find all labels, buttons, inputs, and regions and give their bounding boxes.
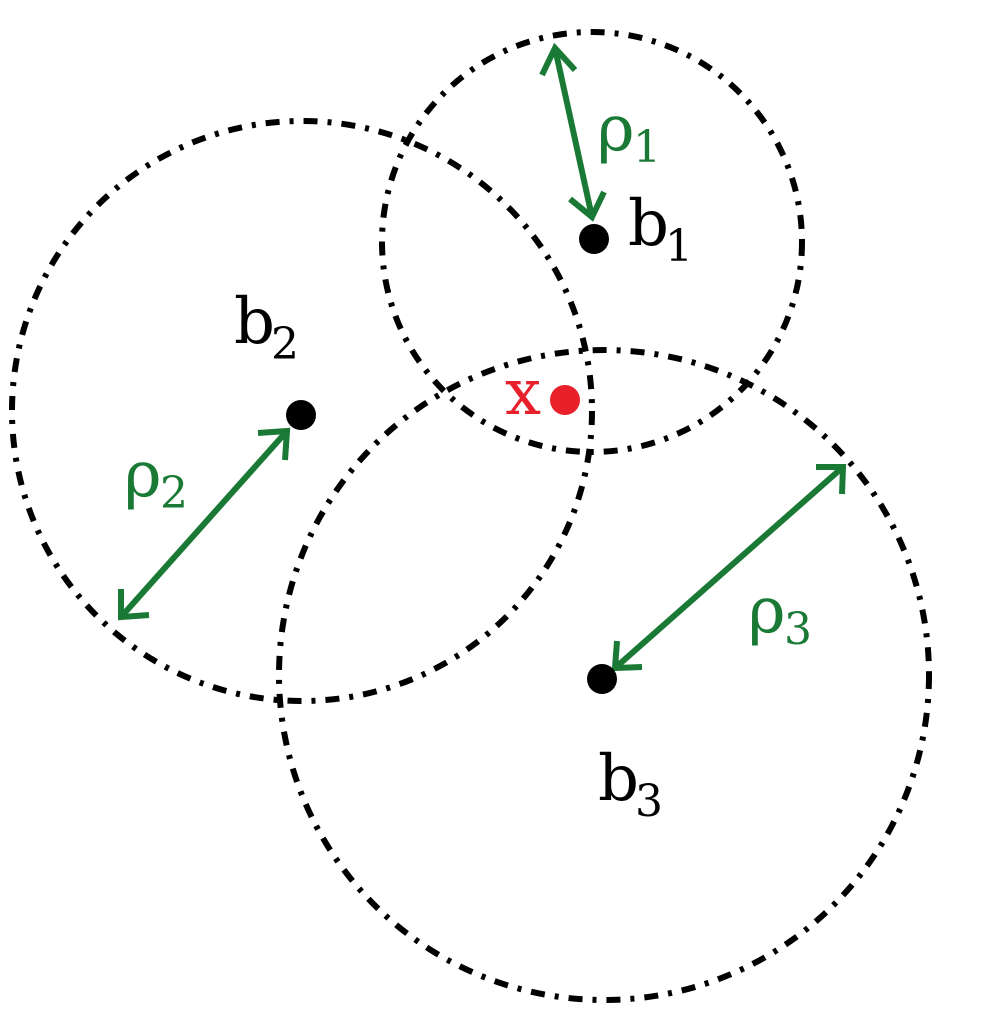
range-arrow-2 xyxy=(118,427,291,621)
svg-text:2: 2 xyxy=(271,319,299,370)
target-label: x xyxy=(505,356,541,430)
range-circle-3 xyxy=(276,347,932,1003)
svg-text:b: b xyxy=(598,742,639,816)
svg-text:1: 1 xyxy=(633,122,661,173)
anchor-point-1 xyxy=(579,224,609,254)
anchor-label-1: b 1 xyxy=(628,187,693,272)
svg-text:3: 3 xyxy=(635,776,663,827)
target-point xyxy=(550,385,580,415)
svg-text:2: 2 xyxy=(160,468,188,519)
svg-text:b: b xyxy=(234,285,275,359)
range-circle-2 xyxy=(9,118,595,704)
anchor-point-3 xyxy=(587,664,617,694)
range-arrow-1 xyxy=(539,42,607,222)
anchor-label-2: b 2 xyxy=(234,285,299,370)
svg-text:b: b xyxy=(628,187,669,261)
range-arrow-3 xyxy=(611,464,847,672)
svg-text:ρ: ρ xyxy=(597,92,635,166)
anchor-point-2 xyxy=(286,400,316,430)
svg-text:1: 1 xyxy=(665,221,693,272)
svg-text:3: 3 xyxy=(784,604,812,655)
range-label-3: ρ 3 xyxy=(748,574,812,655)
range-label-1: ρ 1 xyxy=(597,92,661,173)
svg-text:ρ: ρ xyxy=(748,574,786,648)
anchor-label-3: b 3 xyxy=(598,742,663,827)
svg-text:ρ: ρ xyxy=(124,438,162,512)
range-label-2: ρ 2 xyxy=(124,438,188,519)
